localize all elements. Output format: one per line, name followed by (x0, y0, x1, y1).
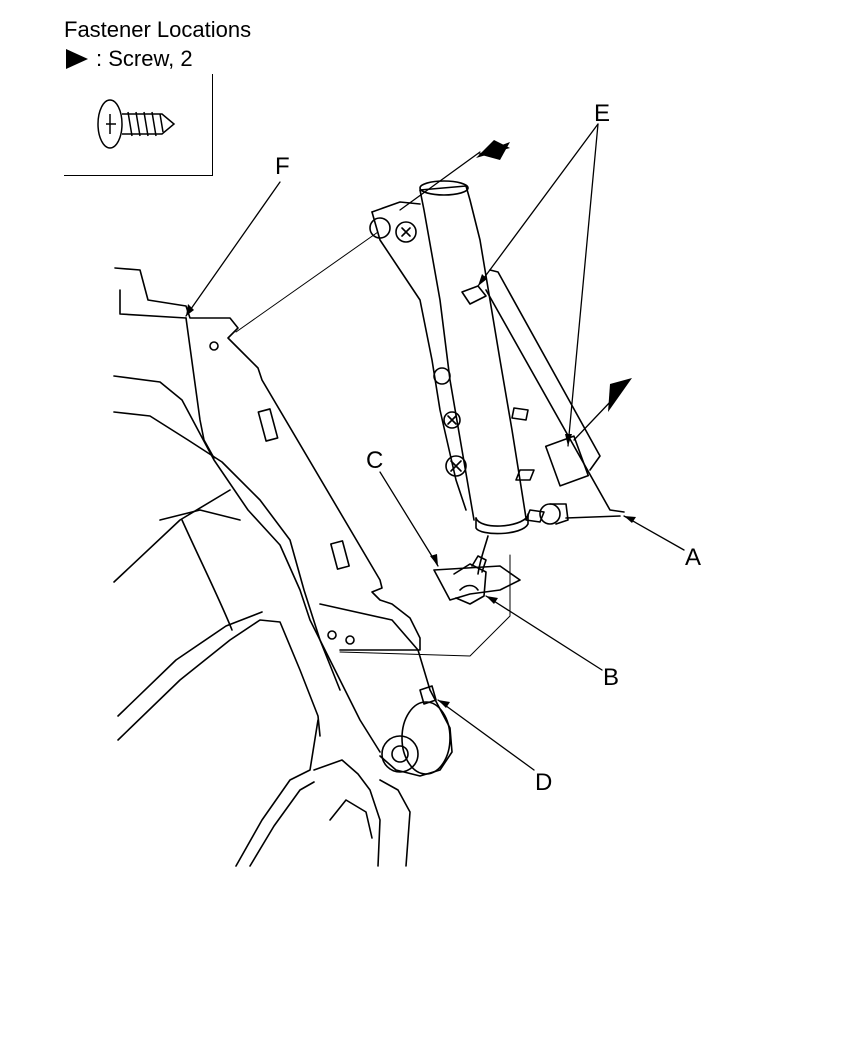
legend-box (64, 74, 213, 176)
connector-bc (433, 555, 521, 605)
callout-b: B (603, 664, 620, 691)
callout-e: E (594, 100, 611, 127)
callout-d: D (535, 769, 553, 796)
legend-title: Fastener Locations (64, 17, 252, 42)
screw-marker-right-icon (608, 378, 632, 412)
body-frame (113, 375, 411, 867)
legend-screw-row: : Screw, 2 (64, 46, 193, 72)
component-a (369, 180, 625, 575)
screw-icon (97, 99, 176, 149)
callout-f: F (275, 153, 290, 180)
leader-lines (185, 123, 685, 771)
screw-marker-top-icon (478, 142, 510, 160)
legend-screw-label: : Screw, 2 (96, 46, 193, 71)
hinge-assembly (319, 603, 453, 777)
leader-arrowheads (186, 274, 636, 708)
callout-c: C (366, 447, 384, 474)
callout-a: A (685, 544, 702, 571)
screw-marker-icon (66, 49, 88, 69)
